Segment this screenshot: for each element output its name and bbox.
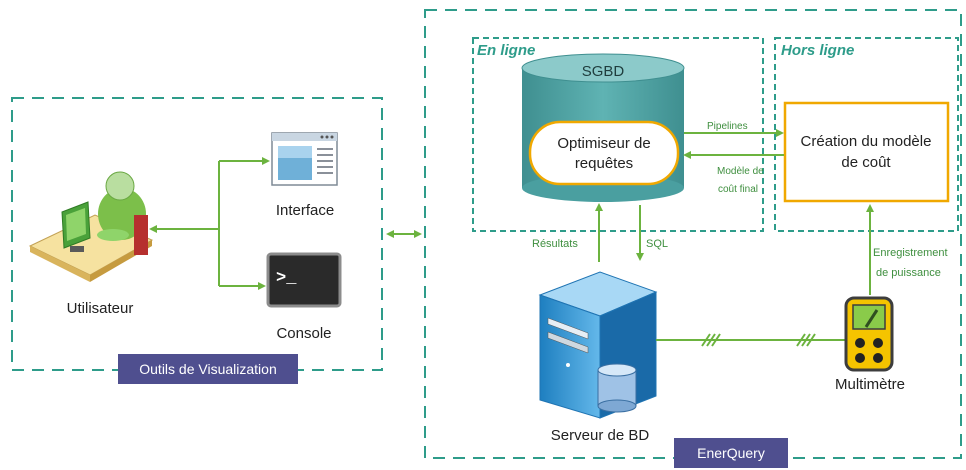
results-label: Résultats bbox=[532, 238, 578, 250]
cable-hash-right bbox=[796, 333, 816, 347]
pipelines-label: Pipelines bbox=[707, 121, 748, 132]
cost-model-box bbox=[783, 101, 950, 203]
sql-label: SQL bbox=[646, 238, 668, 250]
power-label-line1: Enregistrement bbox=[873, 247, 948, 259]
interface-label: Interface bbox=[276, 202, 334, 219]
optimizer-label-line1: Optimiseur de bbox=[557, 135, 650, 152]
console-label: Console bbox=[276, 325, 331, 342]
window-icon bbox=[271, 132, 338, 186]
online-title: En ligne bbox=[477, 42, 535, 59]
database-server-icon bbox=[538, 271, 658, 419]
cost-model-label-line2: de coût bbox=[841, 154, 891, 171]
multimeter-label: Multimètre bbox=[835, 376, 905, 393]
svg-text:>_: >_ bbox=[276, 269, 297, 288]
query-optimizer-box bbox=[528, 120, 680, 186]
online-frame bbox=[472, 37, 764, 232]
offline-title: Hors ligne bbox=[781, 42, 854, 59]
terminal-icon: >_ bbox=[266, 252, 342, 308]
final-model-label-line1: Modèle de bbox=[717, 166, 764, 177]
user-at-desk-icon bbox=[28, 171, 154, 282]
cable-hash-left bbox=[701, 333, 721, 347]
final-model-label-line2: coût final bbox=[718, 184, 758, 195]
optimizer-label-line2: requêtes bbox=[575, 155, 633, 172]
enerquery-tag: EnerQuery bbox=[674, 438, 788, 468]
power-label-line2: de puissance bbox=[876, 267, 941, 279]
user-label: Utilisateur bbox=[67, 300, 134, 317]
multimeter-icon bbox=[844, 296, 894, 372]
cost-model-label-line1: Création du modèle bbox=[801, 133, 932, 150]
dbms-label: SGBD bbox=[582, 63, 625, 80]
db-server-label: Serveur de BD bbox=[551, 427, 650, 444]
visualization-tag: Outils de Visualization bbox=[118, 354, 298, 384]
offline-frame bbox=[774, 37, 959, 232]
